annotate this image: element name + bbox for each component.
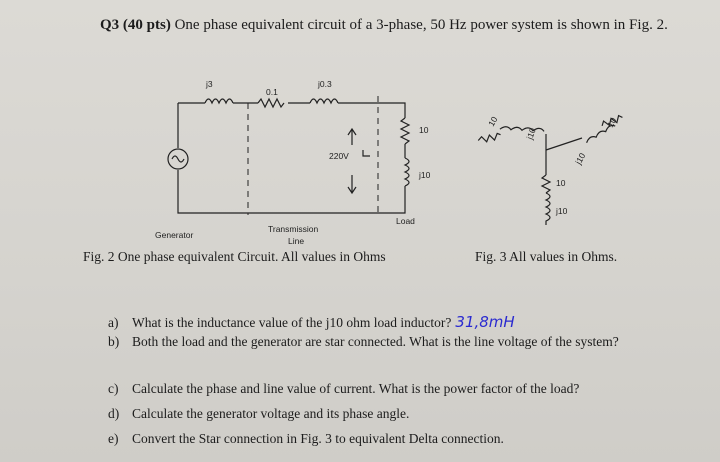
question-a-label: a) <box>108 315 119 330</box>
label-load-r: 10 <box>419 125 429 135</box>
question-a: a) What is the inductance value of the j1… <box>108 313 648 332</box>
label-line: Line <box>288 236 304 246</box>
label-zgen: j3 <box>205 79 213 89</box>
question-d-text: Calculate the generator voltage and its … <box>132 406 410 421</box>
question-title: Q3 (40 pts) One phase equivalent circuit… <box>100 14 690 36</box>
fig2-caption: Fig. 2 One phase equivalent Circuit. All… <box>83 249 386 264</box>
fig3-r1: 10 <box>486 115 500 128</box>
question-c-text: Calculate the phase and line value of cu… <box>132 381 580 396</box>
question-e: e) Convert the Star connection in Fig. 3 … <box>108 430 648 448</box>
question-b: b) Both the load and the generator are st… <box>108 333 652 351</box>
question-b-text: Both the load and the generator are star… <box>132 334 619 349</box>
question-e-label: e) <box>108 431 119 446</box>
question-a-text: What is the inductance value of the j10 … <box>132 315 452 330</box>
fig3-r2: 10 <box>605 116 619 129</box>
generator-source <box>167 148 189 170</box>
label-line-r: 0.1 <box>266 87 278 97</box>
question-c: c) Calculate the phase and line value of … <box>108 380 648 398</box>
load-resistor <box>399 117 411 145</box>
fig3-r3: 10 <box>556 178 566 188</box>
question-e-text: Convert the Star connection in Fig. 3 to… <box>132 431 504 446</box>
question-intro: One phase equivalent circuit of a 3-phas… <box>174 17 668 33</box>
label-voltage: 220V <box>329 151 349 161</box>
fig2-wires <box>167 96 411 215</box>
generator-inductor <box>204 98 234 105</box>
label-load-x: j10 <box>418 170 431 180</box>
label-transmission: Transmission <box>268 224 318 234</box>
fig3-caption: Fig. 3 All values in Ohms. <box>475 249 618 264</box>
question-d: d) Calculate the generator voltage and it… <box>108 405 648 423</box>
label-load: Load <box>396 216 415 226</box>
fig3-x2: j10 <box>573 151 588 167</box>
fig3-x3: j10 <box>555 206 568 216</box>
question-c-label: c) <box>108 381 119 396</box>
line-resistor <box>257 97 285 109</box>
fig3-x1: j10 <box>524 126 538 141</box>
handwritten-answer: 31,8mH <box>455 313 515 331</box>
label-generator: Generator <box>155 230 193 240</box>
label-line-x: j0.3 <box>317 79 332 89</box>
question-number: Q3 (40 pts) <box>100 17 171 33</box>
fig3-star <box>477 114 623 225</box>
load-inductor <box>403 157 410 187</box>
question-b-label: b) <box>108 334 120 349</box>
line-inductor <box>309 98 339 105</box>
question-d-label: d) <box>108 406 120 421</box>
